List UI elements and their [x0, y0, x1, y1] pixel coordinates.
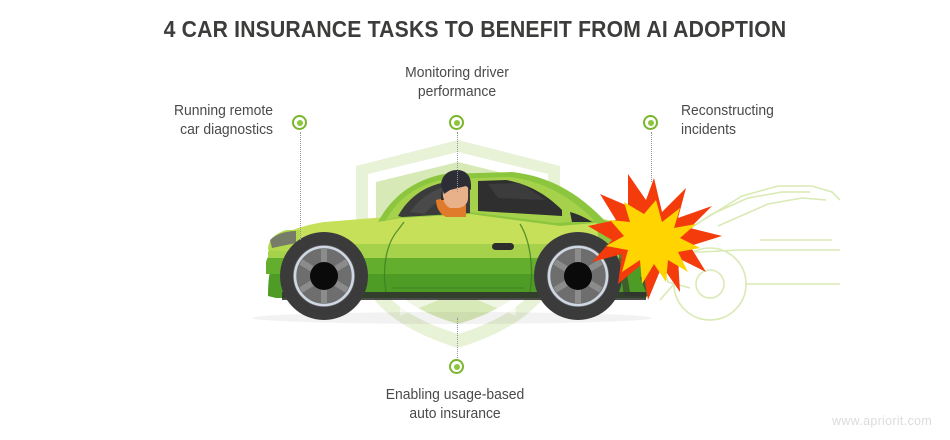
collision-starburst-icon — [588, 174, 722, 300]
marker-enabling-usage-based-auto-insurance[interactable] — [449, 359, 464, 374]
outlined-car-icon — [640, 185, 841, 321]
rear-wheel-icon — [280, 232, 368, 320]
callout-label-running-remote-car-diagnostics: Running remote car diagnostics — [173, 103, 273, 138]
callout-label-enabling-usage-based-auto-insurance: Enabling usage-based auto insurance — [385, 387, 525, 422]
callout-label-monitoring-driver-performance: Monitoring driver performance — [405, 65, 509, 100]
marker-monitoring-driver-performance[interactable] — [449, 115, 464, 130]
dotted-line-icon — [456, 132, 458, 192]
front-wheel-icon — [534, 232, 622, 320]
dotted-line-icon — [456, 318, 458, 358]
shield-icon — [356, 140, 560, 348]
marker-running-remote-car-diagnostics[interactable] — [292, 115, 307, 130]
green-sports-car-icon — [252, 170, 656, 324]
page-title: 4 CAR INSURANCE TASKS TO BENEFIT FROM AI… — [163, 16, 787, 42]
watermark: www.apriorit.com — [832, 414, 932, 428]
dotted-line-icon — [299, 132, 301, 240]
marker-reconstructing-incidents[interactable] — [643, 115, 658, 130]
driver-person-icon — [436, 170, 471, 217]
callout-label-reconstructing-incidents: Reconstructing incidents — [681, 103, 774, 138]
dotted-line-icon — [650, 132, 652, 182]
